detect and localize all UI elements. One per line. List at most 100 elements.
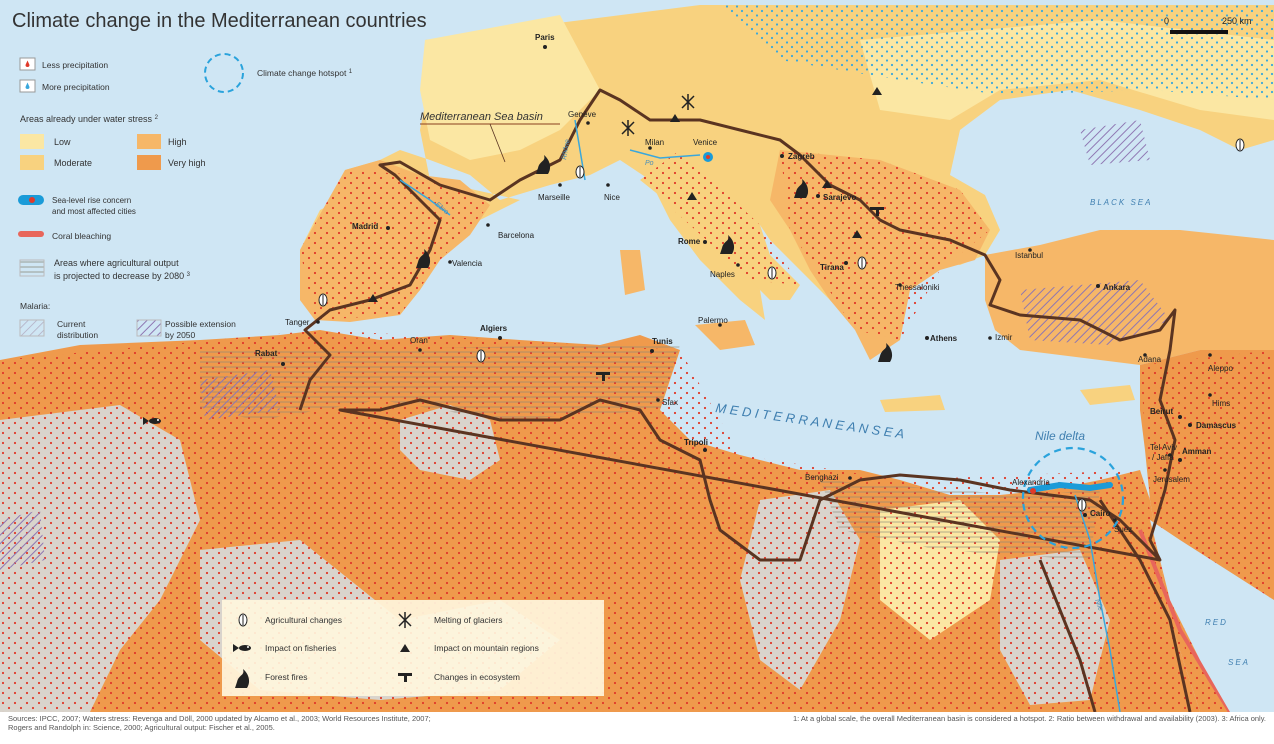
- agri-note: 3: [187, 272, 191, 278]
- city-telaviv: Tel Aviv/ Jaffa: [1150, 443, 1177, 462]
- forest-fire-icon: [720, 235, 735, 254]
- city-label: Algiers: [480, 324, 508, 333]
- red-sea: [1150, 520, 1274, 712]
- city-label: Venice: [693, 138, 718, 147]
- city-hims: Hims: [1208, 393, 1230, 408]
- city-algiers: Algiers: [480, 324, 508, 340]
- scale-zero: 0: [1164, 16, 1170, 26]
- impact-legend-bg: [222, 600, 604, 696]
- city-aleppo: Aleppo: [1208, 353, 1233, 373]
- city-venice: Venice: [693, 138, 718, 162]
- sea-level-rise-nile: [1027, 481, 1113, 493]
- city-label: Tunis: [652, 337, 673, 346]
- more-precip-overlay-north: [720, 5, 1274, 100]
- malaria-current-swatch: [19, 319, 45, 337]
- basin-label: Mediterranean Sea basin: [420, 111, 543, 123]
- city-barcelona: Barcelona: [486, 223, 535, 240]
- legend-malaria-current-1: Current: [57, 319, 86, 329]
- forest-fire-icon: [878, 343, 893, 362]
- sea-level-city-dot: [29, 197, 35, 203]
- malaria-extension-turkey: [1020, 280, 1170, 345]
- hotspot-circle: [1021, 446, 1125, 550]
- city-thessaloniki: Thessaloniki: [895, 283, 940, 292]
- city-geneve: Genève: [568, 110, 597, 125]
- mountain-icon: [400, 644, 410, 652]
- city-label: Athens: [930, 334, 958, 343]
- city-label: Valencia: [452, 259, 483, 268]
- city-alexandria: Alexandria: [1012, 478, 1050, 494]
- legend-agri-2: is projected to decrease by 2080 3: [54, 271, 191, 281]
- city-amman: Amman: [1178, 447, 1211, 462]
- city-izmir: Izmir: [988, 333, 1013, 342]
- legend-less-precip: Less precipitation: [42, 60, 108, 70]
- city-sarajevo: Sarajevo: [816, 193, 856, 202]
- red-drop-icon: [25, 60, 30, 67]
- city-label: Tanger: [285, 318, 310, 327]
- footer-sources-line2: Rogers and Randolph in: Science, 2000; A…: [8, 723, 275, 732]
- ebro-river: [399, 179, 451, 216]
- agricultural-icon: [767, 266, 777, 280]
- city-label: Hims: [1212, 399, 1230, 408]
- city-label: Damascus: [1196, 421, 1237, 430]
- city-label: Jerusalem: [1153, 475, 1190, 484]
- city-label: Tirana: [820, 263, 844, 272]
- blue-drop-icon: [25, 82, 30, 89]
- impact-legend: Agricultural changes Impact on fisheries…: [222, 600, 604, 696]
- swatch-very-high: [137, 155, 161, 170]
- mountain-icon: [852, 230, 862, 238]
- agricultural-icon: [476, 349, 486, 363]
- city-label: Suez: [1114, 525, 1132, 534]
- fisheries-icon: [233, 644, 251, 652]
- city-adana: Adana: [1138, 353, 1162, 364]
- city-benghazi: Benghazi: [805, 473, 852, 482]
- po-river: [629, 149, 701, 159]
- city-milan: Milan: [645, 138, 664, 150]
- sardinia: [620, 250, 645, 295]
- city-label: Paris: [535, 33, 555, 42]
- city-label: Sarajevo: [823, 193, 856, 202]
- city-ankara: Ankara: [1096, 283, 1131, 292]
- agricultural-icon: [238, 613, 248, 627]
- fisheries-icon: [143, 417, 161, 425]
- sicily: [695, 320, 755, 350]
- city-nice: Nice: [604, 183, 621, 202]
- legend-malaria-current-2: distribution: [57, 330, 98, 340]
- city-istanbul: Istanbul: [1015, 248, 1043, 260]
- city-madrid: Madrid: [352, 222, 390, 231]
- ecosystem-icon: [870, 207, 884, 216]
- legend-coral: Coral bleaching: [52, 231, 111, 241]
- agri-decrease-egypt: [820, 480, 1100, 560]
- city-label: Aleppo: [1208, 364, 1233, 373]
- footer-sources: Sources: IPCC, 2007; Waters stress: Reve…: [8, 714, 431, 732]
- city-label: Thessaloniki: [895, 283, 940, 292]
- forest-fire-icon: [416, 249, 431, 268]
- city-label: Marseille: [538, 193, 571, 202]
- city-label: Palermo: [698, 316, 728, 325]
- crete: [880, 395, 945, 412]
- coral-bleaching-line: [1138, 529, 1232, 714]
- legend-low: Low: [54, 137, 71, 147]
- legend-sea-level-2: and most affected cities: [52, 207, 136, 216]
- swatch-low: [20, 134, 44, 149]
- city-tirana: Tirana: [820, 261, 848, 272]
- less-precip-overlay-italy: [640, 150, 800, 285]
- agricultural-icon: [575, 165, 585, 179]
- city-palermo: Palermo: [698, 316, 728, 327]
- city-label: Alexandria: [1012, 478, 1050, 487]
- glacier-icon: [398, 612, 412, 628]
- city-damascus: Damascus: [1188, 421, 1237, 430]
- less-precip-overlay-balkans: [780, 150, 990, 340]
- glacier-icon: [681, 94, 695, 110]
- city-zagreb: Zagreb: [780, 152, 815, 161]
- impact-glaciers: Melting of glaciers: [434, 615, 503, 625]
- hotspot-note: 1: [349, 69, 353, 75]
- city-label: Rome: [678, 237, 701, 246]
- footer-sources-line1: Sources: IPCC, 2007; Waters stress: Reve…: [8, 714, 431, 723]
- legend-moderate: Moderate: [54, 158, 92, 168]
- scale-distance: 250 km: [1222, 16, 1252, 26]
- nile-river: [1074, 494, 1121, 713]
- swatch-high: [137, 134, 161, 149]
- swatch-moderate: [20, 155, 44, 170]
